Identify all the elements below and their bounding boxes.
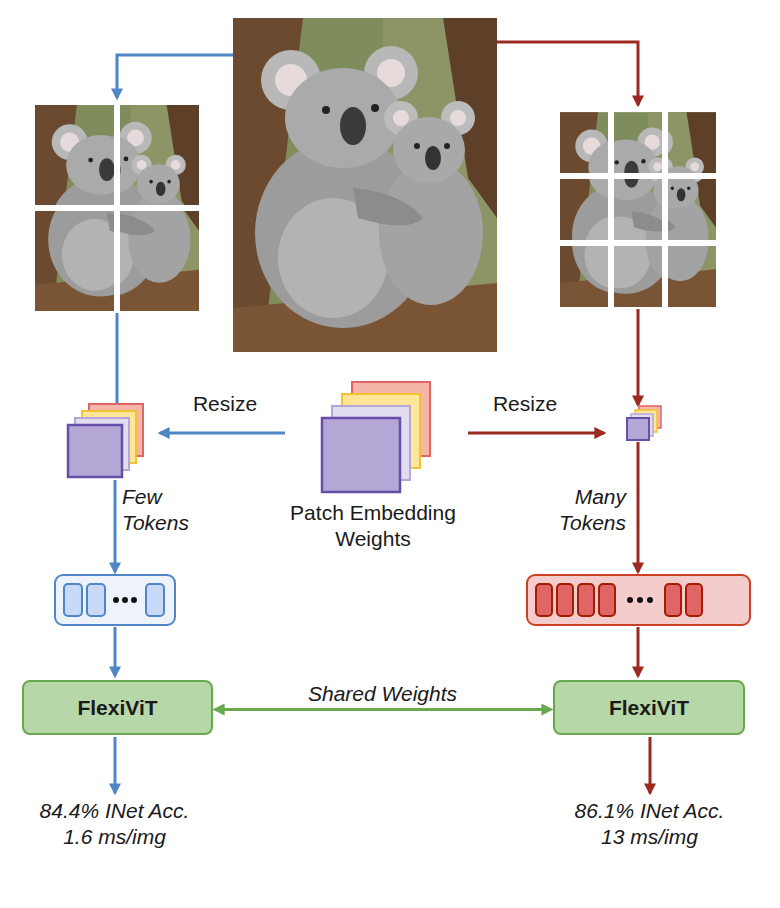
text-label: Many Tokens	[542, 484, 626, 537]
text-label: Resize	[480, 391, 570, 417]
model-name: FlexiViT	[609, 696, 689, 720]
many-token-sequence	[527, 575, 750, 625]
koala-photo	[233, 18, 497, 352]
large-kernel-stack	[68, 404, 143, 477]
text-label: Patch Embedding Weights	[273, 500, 473, 553]
model-name: FlexiViT	[77, 696, 157, 720]
few-patches	[35, 105, 199, 311]
text-label: Few Tokens	[122, 484, 206, 537]
edge-label: Shared Weights	[305, 682, 460, 706]
model-box: FlexiViT	[553, 680, 745, 735]
weight-stack	[322, 382, 430, 492]
text-label: 86.1% INet Acc. 13 ms/img	[567, 798, 732, 851]
shared-weights-connector	[215, 708, 551, 711]
model-box: FlexiViT	[22, 680, 213, 735]
small-kernel-stack	[627, 406, 661, 440]
many-patches	[560, 112, 716, 307]
text-label: Resize	[180, 391, 270, 417]
few-token-sequence	[55, 575, 175, 625]
text-label: 84.4% INet Acc. 1.6 ms/img	[32, 798, 197, 851]
